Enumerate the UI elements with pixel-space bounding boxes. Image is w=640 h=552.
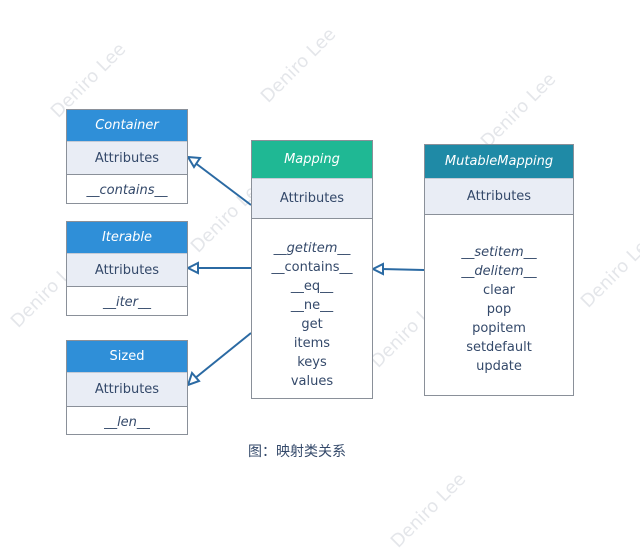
figure-caption: 图：映射类关系 [248,444,346,460]
methods-section: __setitem__ __delitem__ clear pop popite… [425,215,573,376]
attributes-section: Attributes [67,372,187,407]
method: setdefault [466,340,532,355]
method: __delitem__ [461,264,537,279]
method: popitem [472,321,526,336]
attributes-section: Attributes [252,178,372,219]
method: update [476,359,522,374]
class-container: Container Attributes __contains__ [66,109,188,204]
method: __iter__ [102,295,152,310]
method: clear [482,283,516,298]
method: values [290,374,334,389]
method: __eq__ [290,279,334,294]
method: get [301,317,323,332]
method: __getitem__ [273,241,351,256]
class-name: Sized [67,341,187,372]
class-iterable: Iterable Attributes __iter__ [66,221,188,316]
class-name: Mapping [252,141,372,178]
class-mutable-mapping: MutableMapping Attributes __setitem__ __… [424,144,574,396]
method: __len__ [104,415,150,430]
method: items [293,336,331,351]
method: __ne__ [290,298,334,313]
class-name: Iterable [67,222,187,253]
attributes-section: Attributes [425,178,573,215]
class-sized: Sized Attributes __len__ [66,340,188,435]
methods-section: __getitem__ __contains__ __eq__ __ne__ g… [252,219,372,391]
attributes-section: Attributes [67,253,187,287]
class-name: Container [67,110,187,141]
attributes-section: Attributes [67,141,187,175]
class-name: MutableMapping [425,145,573,178]
method: __contains__ [271,260,353,275]
arrow-mutable-mapping [380,268,425,271]
method: pop [486,302,512,317]
method: keys [297,355,327,370]
method: __setitem__ [461,245,537,260]
class-mapping: Mapping Attributes __getitem__ __contain… [251,140,373,399]
arrow-mapping-sized [193,332,252,380]
method: __contains__ [86,183,168,198]
arrow-mapping-container [193,161,252,206]
